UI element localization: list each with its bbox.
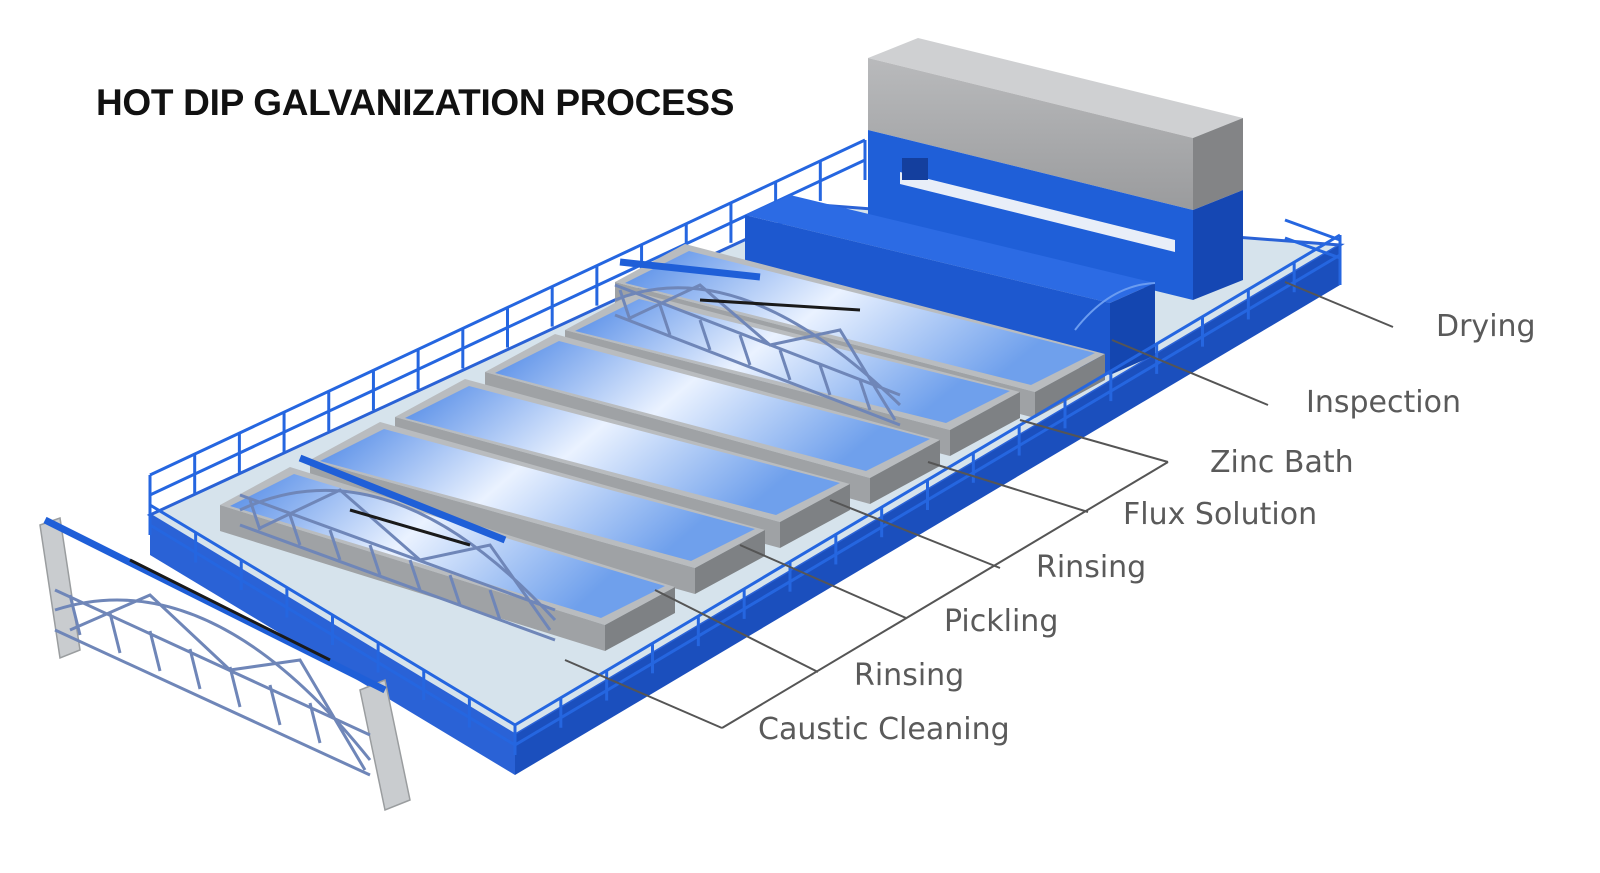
tank-rinsing-2-end-wall <box>870 440 940 504</box>
leader-inspection <box>1111 339 1269 406</box>
tank-rinsing-1-liquid <box>320 429 755 561</box>
front-railing-posts <box>148 235 1342 755</box>
leader-connector <box>721 461 1169 729</box>
tank-zinc-bath-liquid <box>625 251 1095 385</box>
tank-rinsing-1-end-wall <box>695 530 765 594</box>
tank-pickling-liquid <box>405 386 840 515</box>
tank-rinsing-1-front-wall <box>310 460 695 594</box>
page-title: HOT DIP GALVANIZATION PROCESS <box>96 82 735 123</box>
stage-label-inspection: Inspection <box>1306 385 1461 420</box>
drying-building-top-side <box>1193 118 1243 210</box>
stage-label-rinsing-2: Rinsing <box>1036 550 1147 585</box>
tank-caustic <box>220 467 675 651</box>
stage-label-rinsing-1: Rinsing <box>854 658 965 693</box>
drying-building-top-front <box>868 58 1193 210</box>
tank-flux-solution-end-wall <box>950 392 1020 456</box>
leader-rinsing-2 <box>829 499 1001 569</box>
stage-label-flux-solution: Flux Solution <box>1123 497 1318 532</box>
inspection-arch <box>1074 282 1156 331</box>
tank-zinc-bath-end-wall <box>1035 354 1105 418</box>
stage-label-zinc-bath: Zinc Bath <box>1210 445 1354 480</box>
tank-caustic-liquid <box>230 474 665 618</box>
tank-rinsing-1 <box>310 422 765 594</box>
leader-drying <box>1284 281 1394 328</box>
leader-caustic-cleaning <box>564 659 723 729</box>
process-tanks <box>220 244 1105 651</box>
drying-window <box>902 158 928 180</box>
leader-zinc-bath <box>1019 419 1169 463</box>
tank-caustic-end-wall <box>605 587 675 651</box>
rack-post-left <box>39 516 81 660</box>
inspection-roof <box>745 195 1155 303</box>
truss-zinc-bath <box>614 258 902 427</box>
drying-building-roof <box>868 38 1243 138</box>
drying-building-side <box>1193 190 1243 300</box>
drying-slot <box>900 172 1175 252</box>
stage-label-caustic-cleaning: Caustic Cleaning <box>758 712 1010 747</box>
tank-caustic-front-wall <box>220 505 605 651</box>
leader-flux-solution <box>927 461 1089 513</box>
tank-rinsing-2-liquid <box>495 341 930 471</box>
tank-flux-solution-liquid <box>575 299 1010 423</box>
leader-rinsing-1 <box>654 589 819 673</box>
truss-loading-rack <box>39 516 411 812</box>
stage-label-pickling: Pickling <box>944 604 1059 639</box>
truss-rinsing-tank <box>239 454 557 642</box>
leader-lines <box>564 281 1394 729</box>
leader-pickling <box>739 544 907 619</box>
drying-building <box>868 38 1243 300</box>
stage-label-drying: Drying <box>1436 309 1536 344</box>
